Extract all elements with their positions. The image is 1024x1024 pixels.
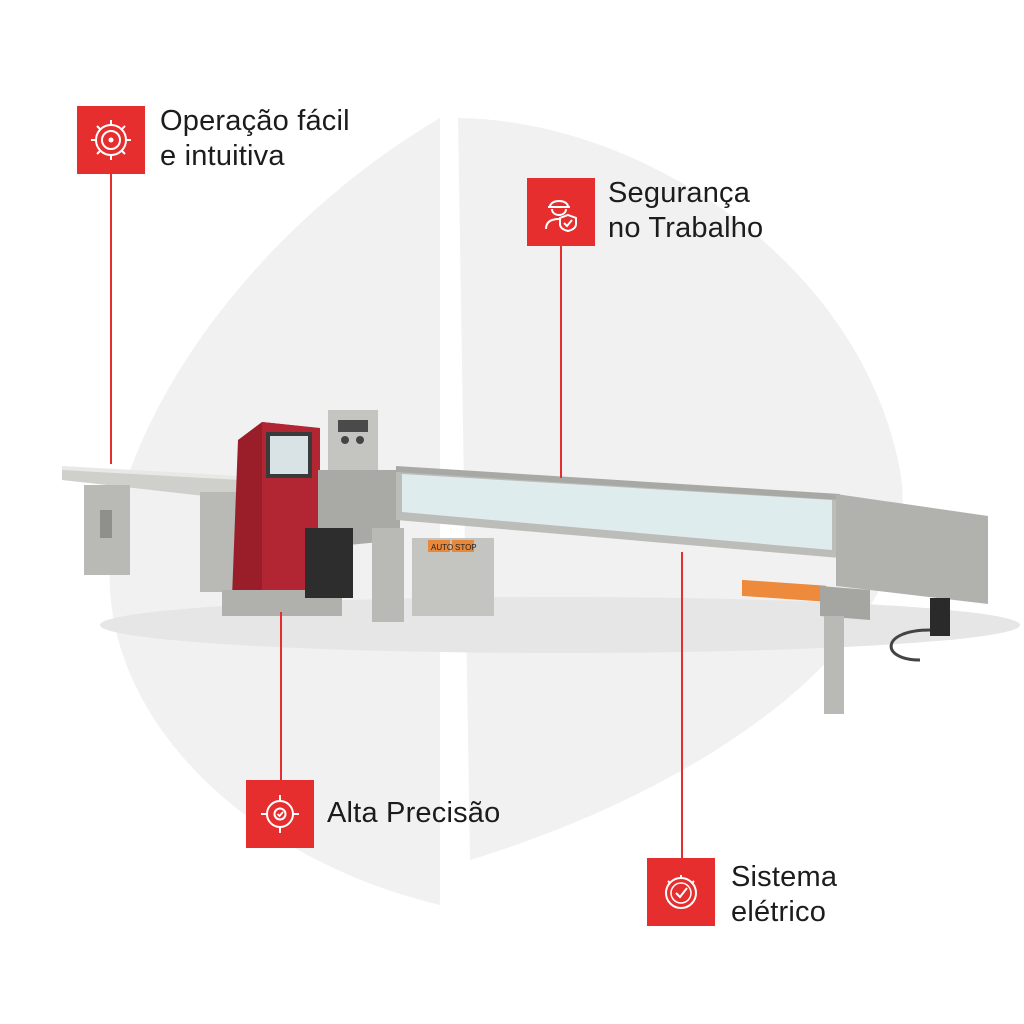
saw-blade-icon [91, 120, 131, 160]
control-box [328, 410, 378, 472]
feature-label-easy-operation: Operação fácil e intuitiva [160, 104, 350, 174]
connector-line-easy-operation [110, 172, 112, 464]
right-end-block [836, 494, 988, 604]
auto-label-plate [428, 540, 450, 552]
feature-label-electric-system: Sistema elétrico [731, 860, 837, 930]
feature-line: e intuitiva [160, 140, 285, 172]
left-leg-2 [200, 492, 238, 592]
connector-line-work-safety [560, 244, 562, 478]
right-conveyor-trough [402, 474, 832, 550]
feature-line: elétrico [731, 896, 827, 928]
left-leg-1-slot [100, 510, 112, 538]
stop-label-plate [452, 540, 474, 552]
control-button-1 [341, 436, 349, 444]
feature-line: Operação fácil [160, 105, 350, 137]
feature-line: Segurança [608, 177, 751, 209]
feature-line: Sistema [731, 861, 838, 893]
control-button-2 [356, 436, 364, 444]
feature-line: no Trabalho [608, 212, 764, 244]
connector-line-high-precision [280, 612, 282, 782]
right-leg [824, 616, 844, 714]
worker-helmet-shield-icon [545, 200, 577, 233]
cabinet-window-glass [270, 436, 308, 474]
right-conveyor-top [396, 466, 840, 500]
center-dark-panel [305, 528, 353, 598]
right-cable [889, 628, 931, 662]
feature-label-high-precision: Alta Precisão [327, 796, 500, 831]
feature-line: Alta Precisão [327, 797, 501, 829]
auto-label: AUTO [431, 543, 453, 552]
feature-label-work-safety: Segurança no Trabalho [608, 176, 763, 246]
orange-warning-plate [742, 579, 826, 602]
right-motor [930, 598, 950, 636]
worker-safety-badge [527, 178, 595, 246]
saw-blade-badge [77, 106, 145, 174]
left-feed-rail-top [62, 466, 240, 480]
control-display [338, 420, 368, 432]
stop-label: STOP [455, 543, 477, 552]
right-support [820, 586, 870, 620]
middle-leg [372, 528, 404, 622]
gauge-check-icon [665, 875, 697, 909]
target-check-icon [261, 795, 299, 833]
target-badge [246, 780, 314, 848]
connector-line-electric-system [681, 552, 683, 858]
gauge-badge [647, 858, 715, 926]
